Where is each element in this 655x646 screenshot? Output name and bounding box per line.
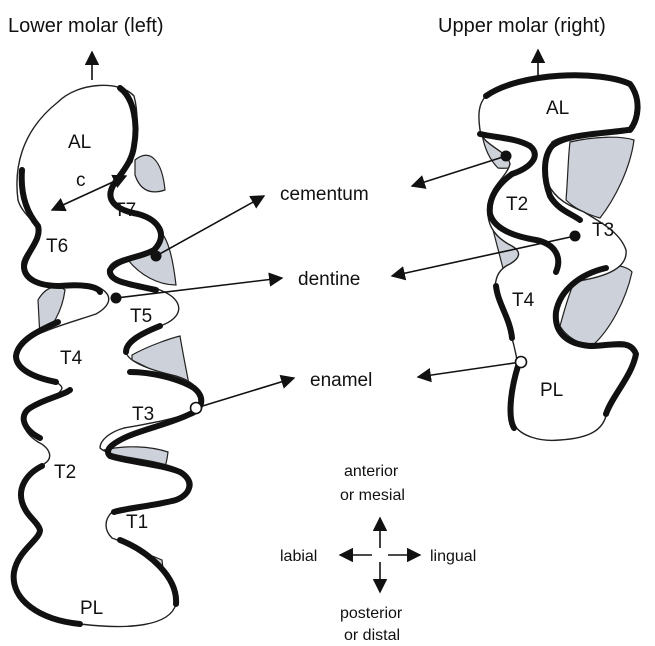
pointer-enamel-left	[196, 378, 294, 408]
lower-label-c: c	[76, 170, 86, 191]
pointer-cementum-left	[156, 196, 264, 256]
compass-lingual: lingual	[430, 548, 476, 565]
upper-label-pl: PL	[540, 380, 563, 401]
lower-cementum-1	[135, 155, 165, 191]
lower-label-t2: T2	[54, 462, 76, 483]
label-dentine: dentine	[298, 269, 360, 290]
lower-label-t1: T1	[126, 512, 148, 533]
pointer-dentine-right-dot	[570, 231, 581, 242]
label-cementum: cementum	[280, 184, 369, 205]
compass-posterior-sub: or distal	[344, 627, 400, 644]
pointer-cementum-right	[412, 156, 506, 186]
lower-label-t6: T6	[46, 236, 68, 257]
label-enamel: enamel	[310, 370, 372, 391]
upper-label-al: AL	[546, 98, 569, 119]
lower-label-t7: T7	[114, 200, 136, 221]
compass-posterior: posterior	[340, 605, 403, 622]
upper-label-t3: T3	[592, 220, 614, 241]
lower-molar	[14, 85, 202, 626]
upper-molar-title: Upper molar (right)	[438, 15, 606, 37]
lower-label-t5: T5	[130, 306, 152, 327]
pointer-enamel-right-dot	[516, 357, 527, 368]
lower-label-t4: T4	[60, 348, 83, 369]
compass-anterior-sub: or mesial	[340, 487, 405, 504]
lower-label-t3: T3	[132, 404, 154, 425]
pointer-cementum-left-dot	[151, 251, 162, 262]
upper-cementum-2	[566, 137, 634, 218]
pointer-cementum-right-dot	[501, 151, 512, 162]
compass-labial: labial	[280, 548, 317, 565]
lower-label-al: AL	[68, 132, 91, 153]
orientation-compass	[340, 518, 420, 592]
lower-molar-title: Lower molar (left)	[8, 15, 164, 37]
upper-label-t2: T2	[506, 194, 528, 215]
upper-label-t4: T4	[512, 290, 535, 311]
pointer-dentine-left-dot	[111, 293, 122, 304]
compass-anterior: anterior	[344, 463, 399, 480]
lower-label-pl: PL	[80, 598, 103, 619]
pointer-enamel-right	[418, 362, 521, 377]
pointer-enamel-left-dot	[191, 403, 202, 414]
